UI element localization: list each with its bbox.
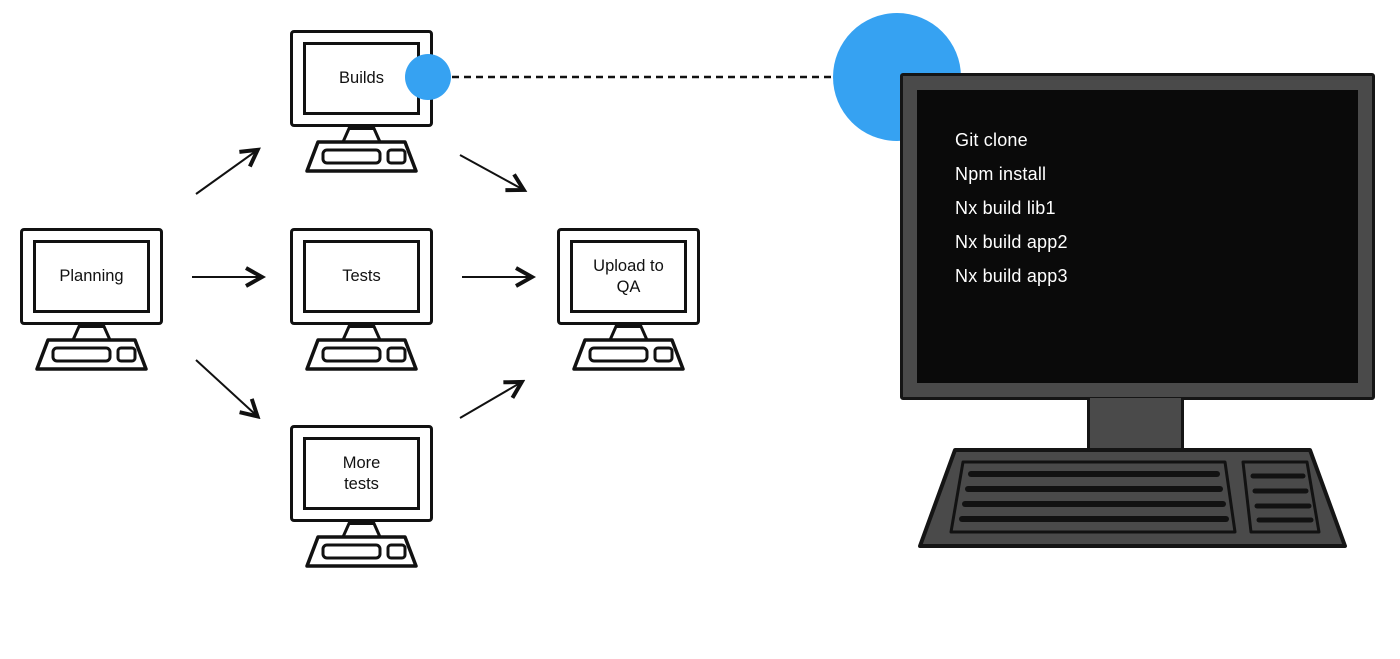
computer-screen: More tests bbox=[303, 437, 420, 510]
node-label: Planning bbox=[59, 267, 124, 286]
keyboard-icon bbox=[918, 448, 1347, 548]
computer-monitor-icon: Planning bbox=[20, 228, 163, 325]
arrow-more-tests-upload bbox=[459, 383, 520, 419]
computer-monitor-icon: Tests bbox=[290, 228, 433, 325]
terminal-line: Nx build app2 bbox=[955, 232, 1068, 252]
zoomed-monitor: Git clone Npm install Nx build lib1 Nx b… bbox=[900, 73, 1375, 400]
computer-monitor-icon: Upload to QA bbox=[557, 228, 700, 325]
tests-node: Tests bbox=[290, 228, 433, 373]
planning-node: Planning bbox=[20, 228, 163, 373]
terminal-line: Npm install bbox=[955, 164, 1047, 184]
upload-qa-node: Upload to QA bbox=[557, 228, 700, 373]
arrow-planning-builds bbox=[195, 151, 256, 195]
arrow-builds-upload bbox=[459, 154, 522, 189]
computer-screen: Upload to QA bbox=[570, 240, 687, 313]
computer-screen: Tests bbox=[303, 240, 420, 313]
node-label: More tests bbox=[342, 453, 381, 493]
terminal-line: Nx build lib1 bbox=[955, 198, 1056, 218]
node-label: Builds bbox=[339, 69, 384, 88]
zoom-source-dot bbox=[405, 54, 451, 100]
arrow-planning-more-tests bbox=[195, 359, 256, 415]
more-tests-node: More tests bbox=[290, 425, 433, 570]
node-label: Tests bbox=[342, 267, 381, 286]
computer-screen: Planning bbox=[33, 240, 150, 313]
terminal-line: Git clone bbox=[955, 130, 1028, 150]
computer-monitor-icon: More tests bbox=[290, 425, 433, 522]
node-label: Upload to QA bbox=[593, 256, 664, 296]
terminal-line: Nx build app3 bbox=[955, 266, 1068, 286]
terminal-screen: Git clone Npm install Nx build lib1 Nx b… bbox=[917, 90, 1358, 383]
